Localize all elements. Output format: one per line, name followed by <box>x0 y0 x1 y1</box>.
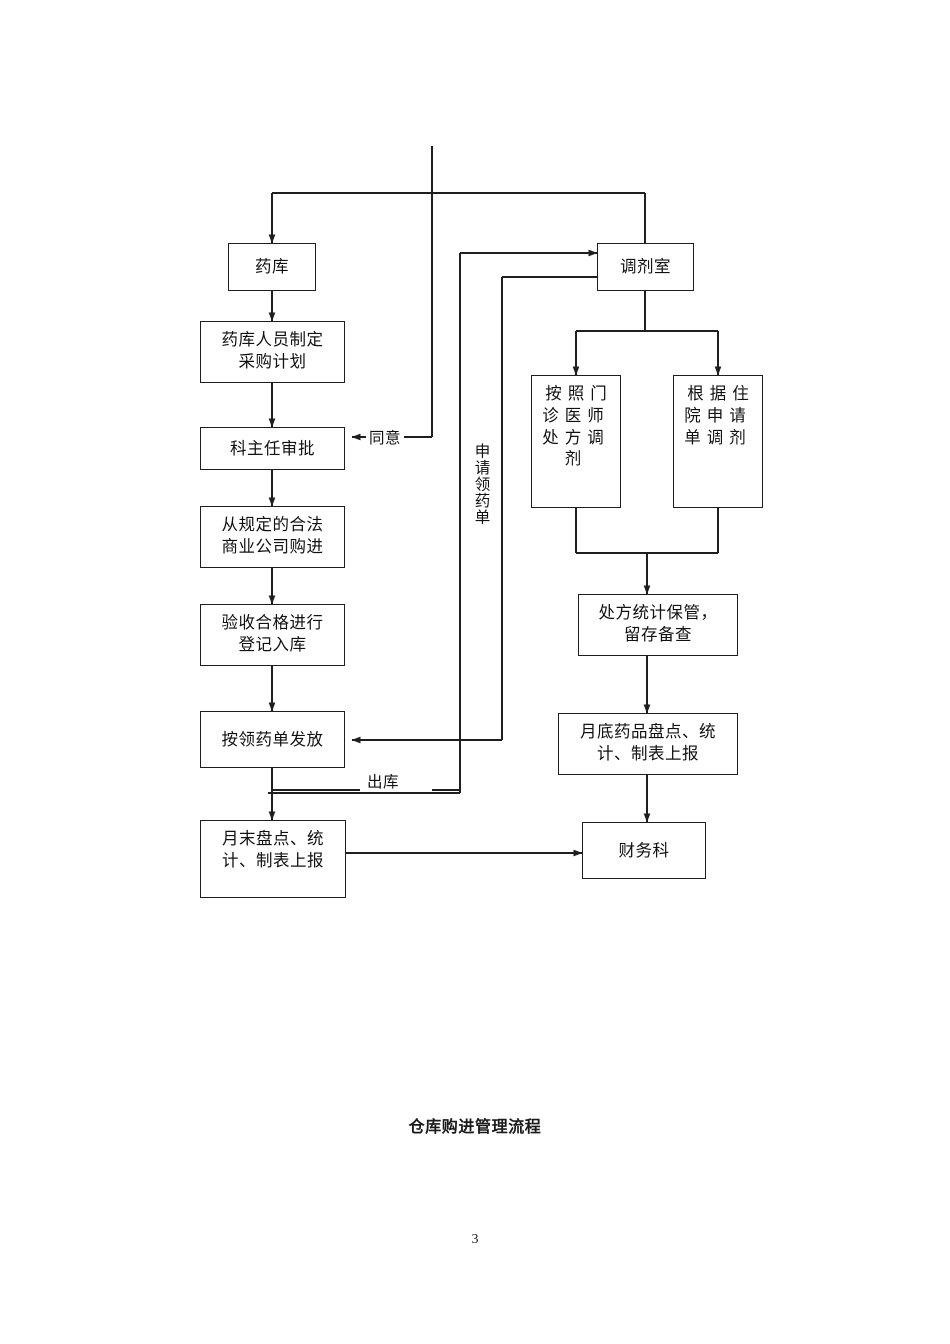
edge-label-tongyi: 同意 <box>366 426 405 448</box>
page-number: 3 <box>471 1232 479 1247</box>
page-title: 仓库购进管理流程 <box>408 1117 542 1136</box>
node-caiwuke[interactable]: 财务科 <box>582 822 706 879</box>
node-chufang-tongji-baoguan[interactable]: 处方统计保管， 留存备查 <box>578 594 738 656</box>
node-tiaojishi[interactable]: 调剂室 <box>597 243 694 291</box>
node-yuedi-yaopin-pandian[interactable]: 月底药品盘点、统 计、制表上报 <box>558 713 738 775</box>
edge-label-chuku: 出库 <box>364 770 403 792</box>
node-zhuyuan-shenqingdan-tiaoji[interactable]: 根据住 院申请 单调剂 <box>673 375 763 508</box>
node-hefa-shangye-gouJin[interactable]: 从规定的合法 商业公司购进 <box>200 506 345 568</box>
node-yaoku[interactable]: 药库 <box>228 243 316 291</box>
node-yuemo-pandian-shangbao[interactable]: 月末盘点、统 计、制表上报 <box>200 820 346 898</box>
edge-label-shenqing-lingyaodan: 申请领药单 <box>473 440 490 529</box>
node-kezhuren-shenpi[interactable]: 科主任审批 <box>200 427 345 470</box>
node-lingyaodan-fafang[interactable]: 按领药单发放 <box>200 711 345 768</box>
node-menzhen-chufang-tiaoji[interactable]: 按照门 诊医师 处方调 剂 <box>531 375 621 508</box>
node-yanshou-dengji-ruku[interactable]: 验收合格进行 登记入库 <box>200 604 345 666</box>
node-zhiding-caigou-jihua[interactable]: 药库人员制定 采购计划 <box>200 321 345 383</box>
